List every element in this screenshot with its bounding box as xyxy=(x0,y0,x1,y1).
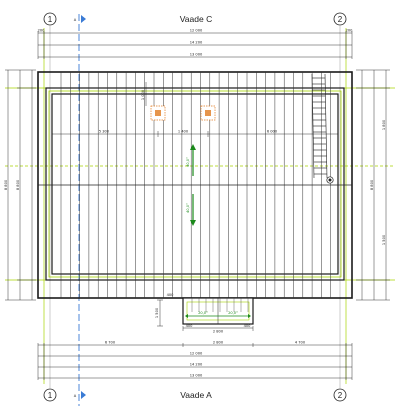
slope-porch-left: 20,0° xyxy=(198,311,208,315)
axis-lines xyxy=(49,26,341,388)
dim-top-edge-left: 200 xyxy=(38,29,46,33)
section-marker-a: A A xyxy=(74,14,86,406)
green-guide-lines xyxy=(5,28,395,384)
slope-arrow-upper: 40,0° xyxy=(186,144,196,176)
axis-marker-1-top: 1 xyxy=(43,12,57,26)
roof-ladder xyxy=(311,73,328,179)
entrance-dimensions xyxy=(157,299,254,331)
svg-text:1: 1 xyxy=(48,15,53,24)
dim-right-vertical-1: 8 800 xyxy=(370,179,374,190)
inner-dimension-row xyxy=(52,82,338,137)
chimney-right-icon xyxy=(200,105,216,121)
dim-inner-left: 5 300 xyxy=(99,130,110,134)
dim-bottom-1: 12 000 xyxy=(190,352,203,356)
dim-right-vertical-2: 1 800 xyxy=(382,119,386,130)
slope-arrow-lower: 40,0° xyxy=(186,194,196,226)
dim-bottom-seg-right: 4 700 xyxy=(295,341,306,345)
dim-entrance-offset-3: 400 xyxy=(167,293,175,297)
title-vaade-c: Vaade C xyxy=(180,14,212,24)
slope-porch-right: 20,0° xyxy=(228,311,238,315)
svg-text:1: 1 xyxy=(48,391,53,400)
right-dimension-chains xyxy=(356,69,390,301)
dim-top-edge-right: 200 xyxy=(346,29,354,33)
entrance-canopy: 20,0° 20,0° xyxy=(182,297,254,325)
axis-marker-1-bottom: 1 xyxy=(43,388,57,402)
dim-top-2: 14 200 xyxy=(190,41,203,45)
dim-bottom-3: 13 000 xyxy=(190,374,203,378)
svg-text:2: 2 xyxy=(338,391,343,400)
chimney-left-icon xyxy=(150,105,166,121)
dim-entrance-width: 2 800 xyxy=(213,330,224,334)
dim-top-1: 12 000 xyxy=(190,29,203,33)
left-dimension-chains xyxy=(5,69,36,301)
dim-bottom-seg-mid: 2 800 xyxy=(213,341,224,345)
bottom-dimension-chains xyxy=(37,343,353,380)
dim-bottom-seg-left: 6 700 xyxy=(105,341,116,345)
title-vaade-a: Vaade A xyxy=(180,390,212,400)
dim-inner-mid: 1 400 xyxy=(178,130,189,134)
svg-text:A: A xyxy=(74,394,77,398)
dim-inner-col-top: 1 000 xyxy=(141,89,145,100)
axis-marker-2-top: 2 xyxy=(333,12,347,26)
dim-left-vertical-2: 8 800 xyxy=(16,179,20,190)
dim-left-vertical: 8 800 xyxy=(4,179,8,190)
axis-marker-2-bottom: 2 xyxy=(333,388,347,402)
dim-entrance-depth: 1 500 xyxy=(155,307,159,318)
dim-top-3: 13 000 xyxy=(190,53,203,57)
dim-entrance-offset-1: 400 xyxy=(186,324,194,328)
svg-text:2: 2 xyxy=(338,15,343,24)
dim-right-vertical-3: 1 500 xyxy=(382,234,386,245)
svg-text:A: A xyxy=(74,18,77,22)
top-dimension-chains xyxy=(37,31,353,59)
svg-text:40,0°: 40,0° xyxy=(186,203,190,213)
dim-entrance-offset-2: 400 xyxy=(244,324,252,328)
dim-inner-right: 6 000 xyxy=(267,130,278,134)
roof-vent-icon xyxy=(326,176,334,184)
dim-bottom-2: 14 200 xyxy=(190,363,203,367)
svg-text:40,0°: 40,0° xyxy=(186,157,190,167)
